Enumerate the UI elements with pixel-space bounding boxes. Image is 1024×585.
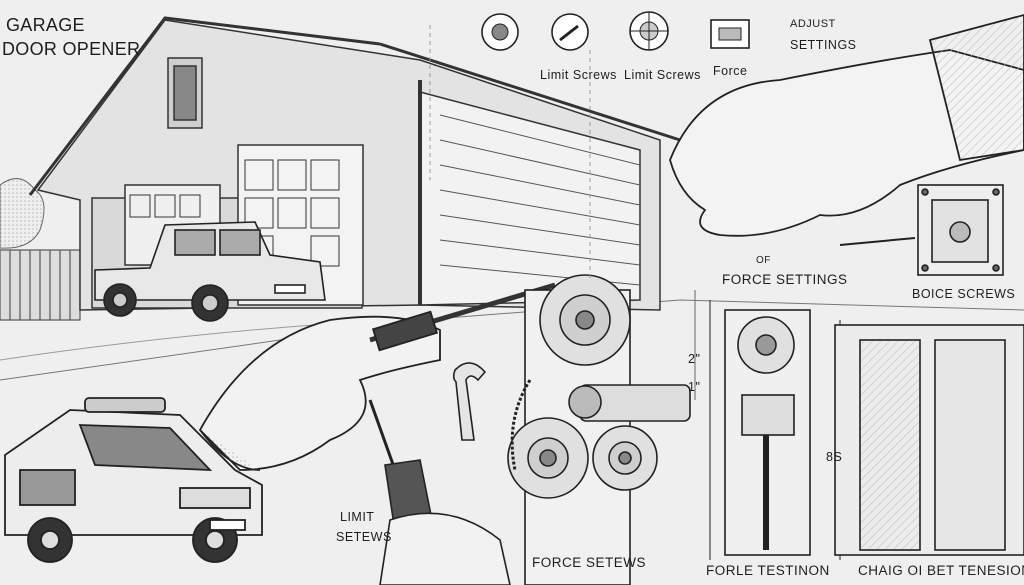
dimension-1: 1" — [688, 380, 701, 394]
label-chaig-bet-tension: CHAIG OI BET TENESION — [858, 563, 1024, 578]
label-force: Force — [713, 64, 748, 78]
wrench — [452, 362, 487, 441]
gear-assembly — [507, 274, 691, 585]
opener-side-view — [709, 300, 841, 560]
hand-pinching — [669, 14, 1024, 237]
van — [4, 397, 263, 563]
label-boice-screws: BOICE SCREWS — [912, 287, 1016, 301]
force-bracket-icon — [710, 19, 750, 49]
tree — [0, 178, 45, 249]
pickup-truck — [94, 221, 326, 322]
title-line-1: GARAGE — [6, 15, 85, 35]
label-of: OF — [756, 255, 771, 266]
house — [28, 16, 681, 311]
label-force-settings: FORCE SETTINGS — [722, 272, 848, 287]
limit-screw-knob-icon — [481, 13, 519, 51]
dimension-2: 2" — [688, 352, 701, 366]
hand-with-screwdriver — [198, 282, 556, 471]
force-plate — [839, 184, 1004, 276]
title-line-2: DOOR OPENER — [2, 39, 141, 59]
limit-screwdriver-icon — [551, 13, 589, 51]
label-force-setews: FORCE SETEWS — [532, 555, 647, 570]
label-limit-screws-2: Limit Screws — [624, 68, 701, 82]
door-panel — [834, 324, 1024, 556]
label-settings: SETTINGS — [790, 38, 857, 52]
label-adjust: ADJUST — [790, 18, 836, 30]
label-setews: SETEWS — [336, 530, 392, 544]
screwdriver — [368, 399, 511, 585]
label-forle-testinon: FORLE TESTINON — [706, 563, 830, 578]
force-wheel-icon — [629, 11, 669, 51]
dimension-8s: 8S — [826, 450, 843, 464]
label-limit: LIMIT — [340, 510, 375, 524]
fence — [0, 249, 81, 321]
label-limit-screws-1: Limit Screws — [540, 68, 617, 82]
